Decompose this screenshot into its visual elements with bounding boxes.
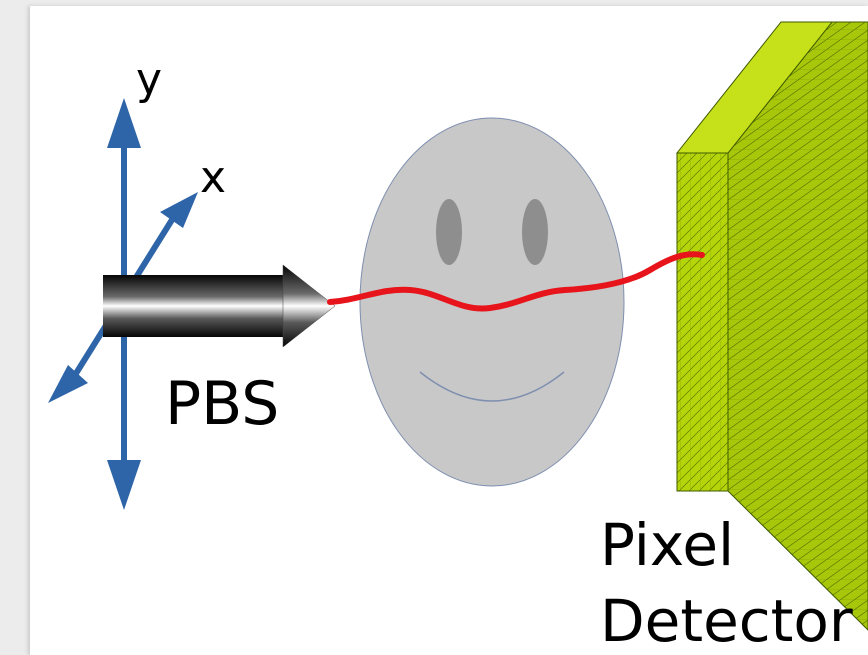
left-eye [436,199,462,265]
smile-mouth [419,371,565,402]
right-eye [522,199,548,265]
pbs-label: PBS [165,369,279,439]
beam-path [327,251,705,312]
x-axis-label: x [200,152,226,203]
y-axis-label: y [136,54,162,105]
pixel-detector [675,21,868,631]
detector-label-line1: Pixel [600,511,734,579]
detector-label-line2: Detector [600,587,853,655]
pbs-source-arrow [103,264,336,348]
smiley-face-object [359,117,625,487]
axes-group: y x [48,54,226,510]
